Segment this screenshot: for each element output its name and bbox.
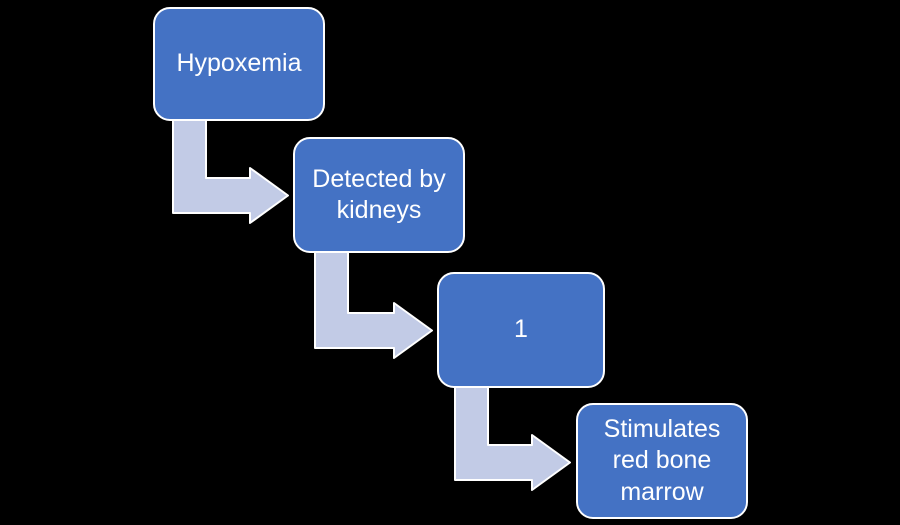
flow-step-stimulates-red-bone-marrow: Stimulates red bone marrow — [576, 403, 748, 519]
flow-step-label: Hypoxemia — [176, 49, 302, 78]
flow-step-label: 1 — [514, 315, 528, 344]
flow-step-label: Detected by kidneys — [312, 164, 446, 224]
flow-step-detected-by-kidneys: Detected by kidneys — [293, 137, 465, 253]
elbow-arrow-icon-1 — [172, 118, 289, 224]
elbow-arrow-icon-2 — [314, 250, 433, 359]
flow-step-hypoxemia: Hypoxemia — [153, 7, 325, 121]
flow-step-blank-1: 1 — [437, 272, 605, 388]
flow-step-label: Stimulates red bone marrow — [603, 415, 721, 506]
elbow-arrow-icon-3 — [454, 385, 571, 491]
